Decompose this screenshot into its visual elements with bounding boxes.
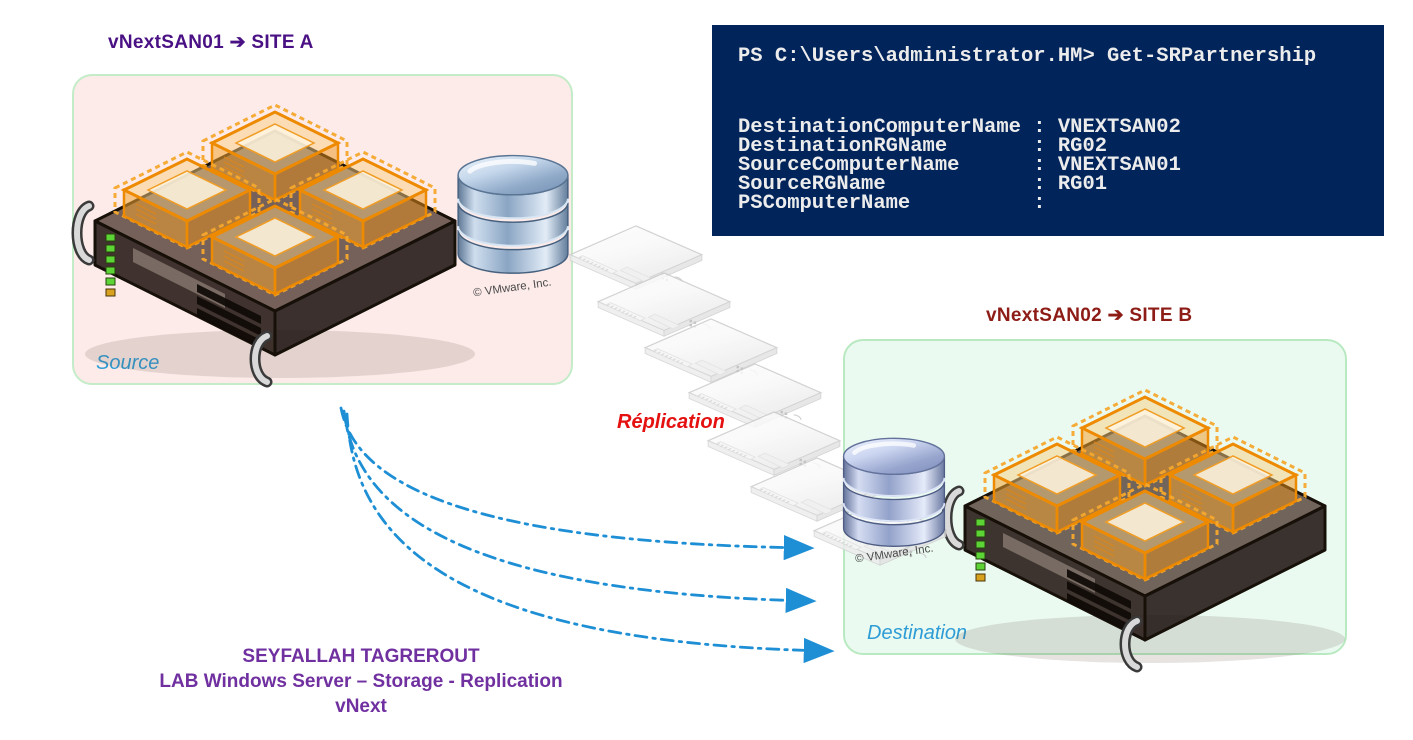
terminal-output-line: SourceComputerName : VNEXTSAN01	[738, 154, 1181, 177]
terminal-output-line: PSComputerName :	[738, 192, 1046, 215]
destination-database-icon	[840, 415, 948, 557]
footer-caption: SEYFALLAH TAGREROUT LAB Windows Server –…	[121, 644, 601, 719]
source-database-icon	[454, 134, 572, 281]
terminal-output-line: SourceRGName : RG01	[738, 173, 1108, 196]
terminal-output-line: DestinationRGName : RG02	[738, 135, 1108, 158]
replication-arrows-icon	[339, 406, 835, 664]
terminal-prompt-line: PS C:\Users\administrator.HM> Get-SRPart…	[738, 45, 1317, 68]
destination-label: Destination	[867, 622, 968, 644]
footer-product: vNext	[335, 696, 387, 717]
source-server-icon	[55, 58, 495, 388]
replication-label: Réplication	[617, 411, 725, 433]
powershell-terminal: PS C:\Users\administrator.HM> Get-SRPart…	[712, 25, 1384, 236]
terminal-output-line: DestinationComputerName : VNEXTSAN02	[738, 116, 1181, 139]
footer-lab: LAB Windows Server – Storage - Replicati…	[159, 671, 563, 692]
destination-server-icon	[925, 343, 1365, 673]
terminal-output: DestinationComputerName : VNEXTSAN02 Des…	[738, 116, 1378, 215]
site-b-title: vNextSAN02 ➔ SITE B	[986, 305, 1193, 326]
site-a-title: vNextSAN01 ➔ SITE A	[108, 32, 314, 53]
footer-author: SEYFALLAH TAGREROUT	[242, 646, 480, 667]
